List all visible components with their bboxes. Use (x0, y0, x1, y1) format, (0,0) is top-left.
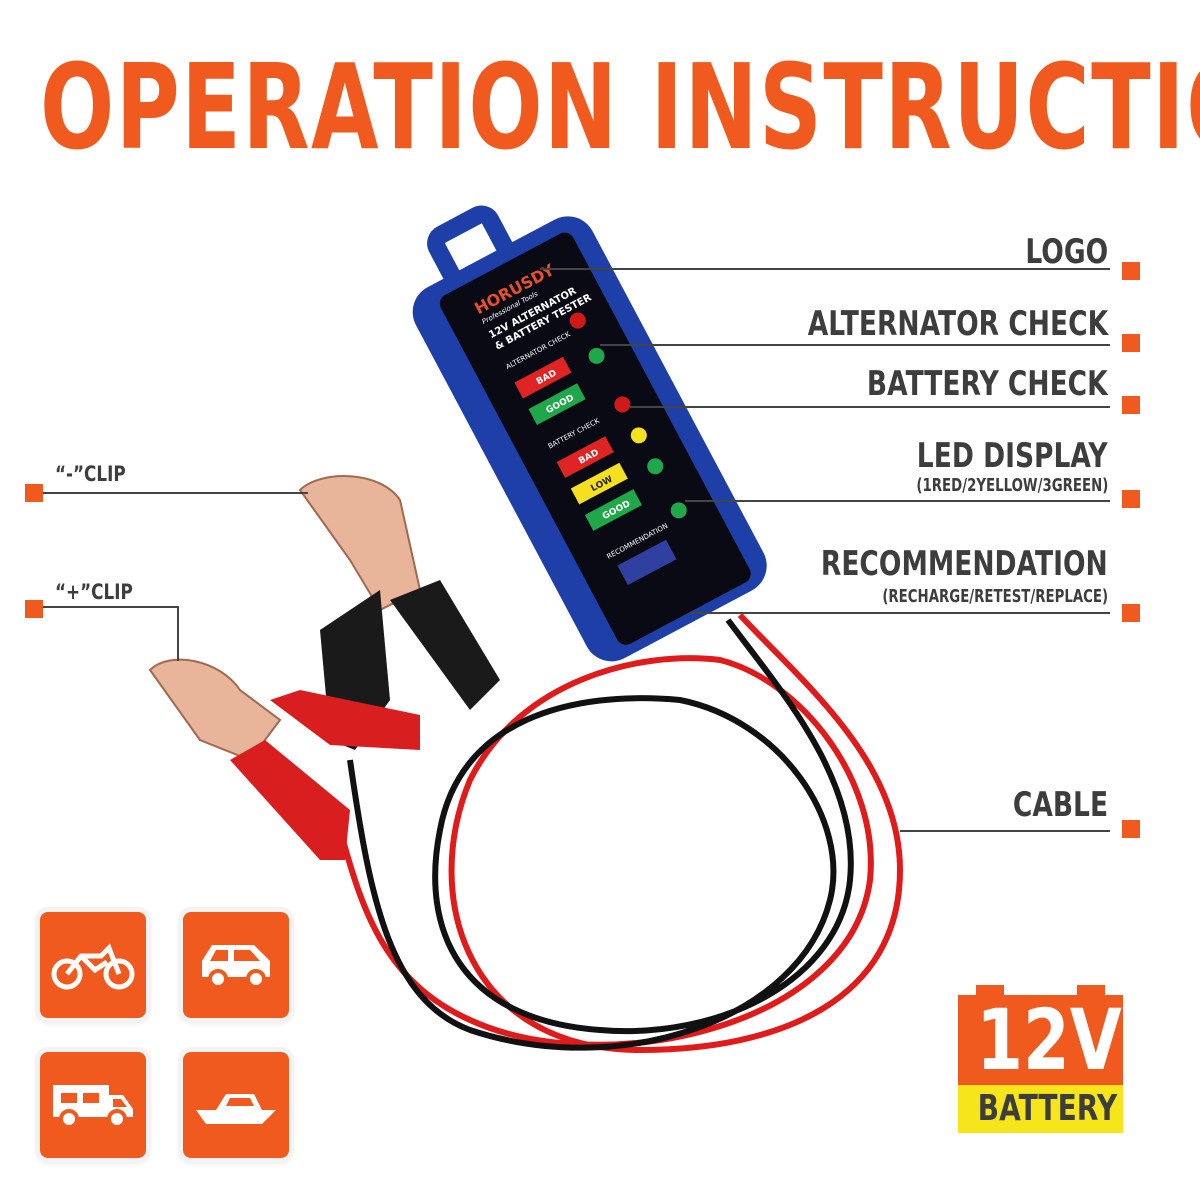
label-logo: LOGO (1025, 232, 1108, 272)
marker-square (25, 484, 43, 502)
marker-square (1122, 604, 1140, 622)
marker-square (1122, 490, 1140, 508)
leader-line (43, 606, 178, 608)
leader-line (900, 830, 1110, 832)
led-green (647, 458, 664, 475)
motorcycle-icon (51, 943, 135, 990)
label-negative-clip: “-”CLIP (55, 462, 126, 486)
marker-square (25, 600, 43, 618)
leader-line (630, 406, 1110, 408)
red-cable (337, 612, 904, 1054)
tile-motorcycle (40, 912, 146, 1018)
label-positive-clip: “+”CLIP (55, 580, 133, 604)
battery-voltage: 12V (958, 995, 1123, 1085)
label-led-display: LED DISPLAY (917, 436, 1108, 476)
leader-line (540, 268, 1110, 270)
led-red (569, 312, 586, 329)
car-icon (202, 945, 270, 989)
label-led-display-sub: (1RED/2YELLOW/3GREEN) (916, 475, 1108, 496)
battery-terminal (1077, 985, 1105, 997)
tile-car (183, 912, 289, 1018)
positive-clip (148, 658, 420, 860)
tile-rv (40, 1052, 146, 1158)
battery-terminal (976, 985, 1004, 997)
marker-square (1122, 262, 1140, 280)
marker-square (1122, 820, 1140, 838)
led-green (670, 502, 687, 519)
black-cable (347, 618, 854, 1051)
leader-line (177, 606, 179, 661)
tester-device: HORUSDY Professional Tools 12V ALTERNATO… (412, 205, 767, 662)
battery-label: BATTERY (958, 1085, 1123, 1133)
rv-icon (53, 1085, 133, 1129)
led-green (588, 347, 605, 364)
label-battery-check: BATTERY CHECK (867, 364, 1108, 404)
label-alternator-check: ALTERNATOR CHECK (807, 304, 1108, 344)
marker-square (1122, 334, 1140, 352)
led-red (614, 396, 631, 413)
leader-line (600, 344, 1110, 346)
battery-voltage-text: 12V (976, 991, 1122, 1089)
label-recommendation-sub: (RECHARGE/RETEST/REPLACE) (882, 586, 1108, 607)
label-recommendation: RECOMMENDATION (821, 544, 1108, 584)
leader-line (685, 500, 1110, 502)
boat-icon (196, 1094, 276, 1124)
marker-square (1122, 396, 1140, 414)
leader-line (43, 492, 308, 494)
leader-line (690, 612, 1110, 614)
battery-label-text: BATTERY (977, 1088, 1118, 1129)
battery-badge: 12V BATTERY (958, 985, 1123, 1140)
label-cable: CABLE (1012, 785, 1108, 825)
tile-boat (183, 1052, 289, 1158)
led-yellow (630, 427, 647, 444)
